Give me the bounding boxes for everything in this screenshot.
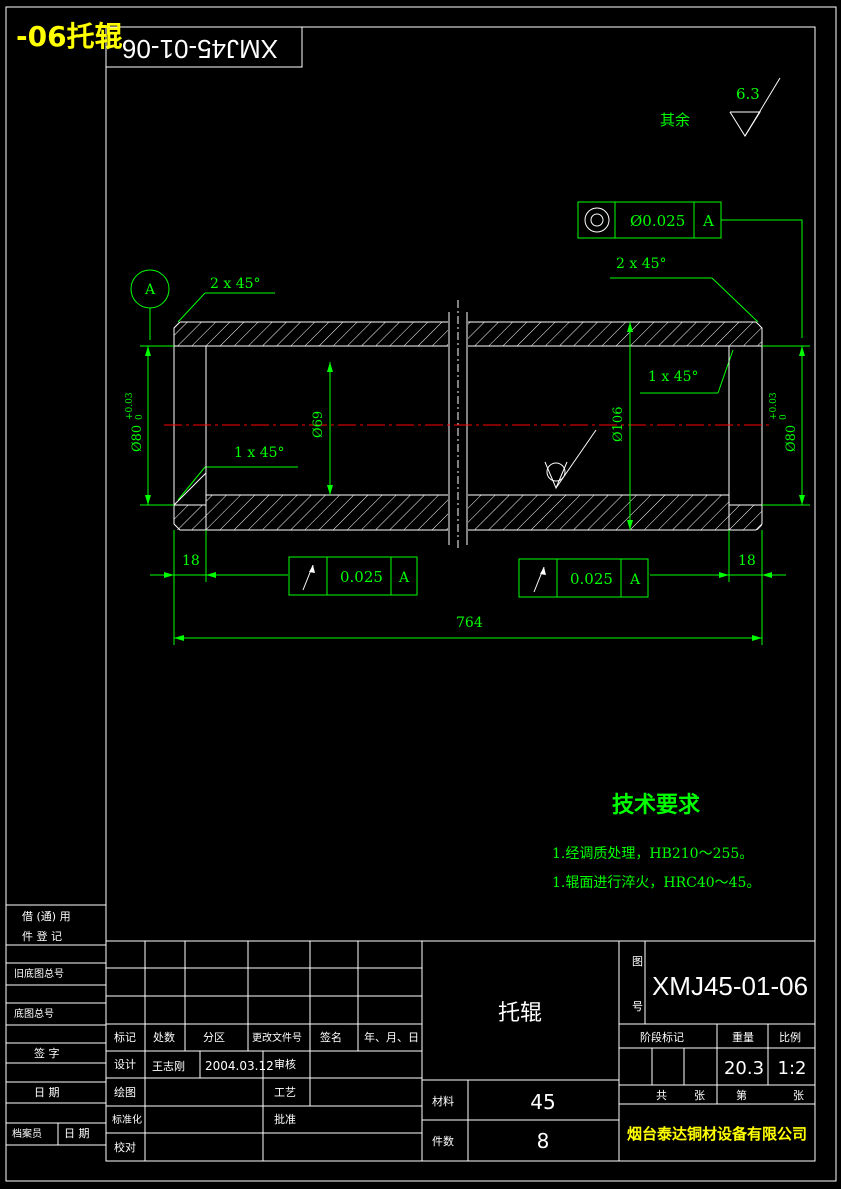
tech-req-title: 技术要求 xyxy=(612,792,700,818)
total-label: 共 xyxy=(656,1089,667,1102)
outer-frame xyxy=(5,6,837,1182)
sheet-unit-2: 张 xyxy=(793,1089,804,1102)
design-label: 设计 xyxy=(114,1058,136,1071)
scale-label: 比例 xyxy=(779,1030,801,1044)
design-date: 2004.03.12 xyxy=(205,1059,274,1073)
chamfer-inner-left: 1 x 45° xyxy=(234,445,285,461)
strip-borrow-1: 借 (通) 用 xyxy=(22,910,71,923)
dim-total-length: 764 xyxy=(174,615,762,641)
dim-right-bore-value: Ø80 xyxy=(784,425,799,452)
weight-value: 20.3 xyxy=(724,1058,764,1079)
company-name: 烟台泰达铜材设备有限公司 xyxy=(627,1125,807,1143)
scale-value: 1:2 xyxy=(778,1058,807,1079)
rotated-code: XMJ45-01-06 xyxy=(122,34,278,64)
runout-right-frame: 0.025 A xyxy=(518,558,649,598)
datum-a: A xyxy=(130,269,170,340)
strip-borrow-2: 件 登 记 xyxy=(22,929,62,943)
roughness-symbol: 6.3 其余 xyxy=(660,77,781,137)
rev-header-date: 年、月、日 xyxy=(364,1030,419,1044)
dim-right-bore-tol-top: +0.03 xyxy=(769,392,779,420)
strip-archivist: 档案员 xyxy=(12,1127,42,1140)
quantity-label: 件数 xyxy=(432,1135,454,1148)
tech-req-item-1: 1.经调质处理，HB210～255。 xyxy=(552,846,753,862)
weight-label: 重量 xyxy=(732,1030,754,1044)
strip-date: 日 期 xyxy=(34,1086,60,1099)
strip-signature: 签 字 xyxy=(34,1046,60,1060)
runout-left-frame: 0.025 A xyxy=(288,556,418,596)
rotated-code-box xyxy=(105,26,303,68)
runout-left-datum: A xyxy=(398,570,410,586)
gdt-coaxial-datum: A xyxy=(702,212,714,230)
runout-left-value: 0.025 xyxy=(340,568,383,586)
inner-roughness-symbol xyxy=(544,429,597,490)
rev-header-mark: 标记 xyxy=(114,1030,136,1044)
roller-section xyxy=(173,300,763,550)
part-name: 托辊 xyxy=(498,1001,542,1026)
title-block xyxy=(105,940,816,1162)
roughness-label: 其余 xyxy=(660,111,690,129)
dim-right-bore: Ø80 +0.03 0 xyxy=(762,345,810,506)
dim-left-bore-value: Ø80 xyxy=(130,425,145,452)
designer-name: 王志刚 xyxy=(152,1060,185,1073)
material-label: 材料 xyxy=(432,1094,454,1108)
chamfer-outer-left: 2 x 45° xyxy=(210,276,261,292)
gdt-coaxial-frame: Ø0.025 A xyxy=(577,201,803,338)
dim-left-bore: Ø80 +0.03 0 xyxy=(125,345,174,506)
drawing-no-label: 图 xyxy=(632,955,643,968)
quantity-value: 8 xyxy=(537,1129,550,1153)
dim-right-length: 18 xyxy=(650,553,786,578)
runout-right-datum: A xyxy=(629,572,641,588)
strip-old-drawing-no: 旧底图总号 xyxy=(14,967,64,980)
dim-left-bore-tol-top: +0.03 xyxy=(125,392,135,420)
strip-base-drawing-no: 底图总号 xyxy=(14,1007,54,1020)
dim-outer: Ø106 xyxy=(611,322,633,530)
dim-right-bore-tol-bottom: 0 xyxy=(779,414,789,420)
header-label: -06托辊 xyxy=(16,20,123,53)
dim-left-length-value: 18 xyxy=(182,553,200,569)
chamfer-inner-right: 1 x 45° xyxy=(648,369,699,385)
process-label: 工艺 xyxy=(274,1086,296,1099)
strip-archivist-date: 日 期 xyxy=(64,1127,90,1140)
drawing-no: XMJ45-01-06 xyxy=(652,971,808,1001)
dim-left-bore-tol-bottom: 0 xyxy=(135,414,145,420)
rev-header-sign: 签名 xyxy=(320,1030,342,1044)
sheet-unit-1: 张 xyxy=(694,1089,705,1102)
dim-right-length-value: 18 xyxy=(738,553,756,569)
drawing-label: 绘图 xyxy=(114,1085,136,1099)
sheet-label: 第 xyxy=(736,1088,747,1102)
standard-label: 标准化 xyxy=(112,1113,142,1126)
tech-req-item-2: 1.辊面进行淬火，HRC40～45。 xyxy=(552,875,760,891)
gdt-coaxial-value: Ø0.025 xyxy=(630,212,685,230)
chamfer-outer-right: 2 x 45° xyxy=(616,256,667,272)
rev-header-doc: 更改文件号 xyxy=(252,1031,302,1044)
dim-inner-value: Ø69 xyxy=(311,411,326,438)
rev-header-count: 处数 xyxy=(153,1031,175,1044)
roughness-value: 6.3 xyxy=(736,85,760,103)
approve-label: 批准 xyxy=(274,1112,296,1126)
stage-label: 阶段标记 xyxy=(640,1030,684,1044)
check-label: 校对 xyxy=(114,1140,136,1154)
dim-left-length: 18 xyxy=(150,553,288,578)
datum-a-label: A xyxy=(144,282,156,298)
drawing-no-label-2: 号 xyxy=(632,1000,643,1013)
review-label: 审核 xyxy=(274,1057,296,1071)
runout-right-value: 0.025 xyxy=(570,570,613,588)
dim-outer-value: Ø106 xyxy=(611,407,626,442)
material-value: 45 xyxy=(530,1090,555,1114)
rev-header-zone: 分区 xyxy=(203,1031,225,1044)
dim-total-length-value: 764 xyxy=(456,615,483,631)
dim-inner: Ø69 xyxy=(311,362,333,495)
